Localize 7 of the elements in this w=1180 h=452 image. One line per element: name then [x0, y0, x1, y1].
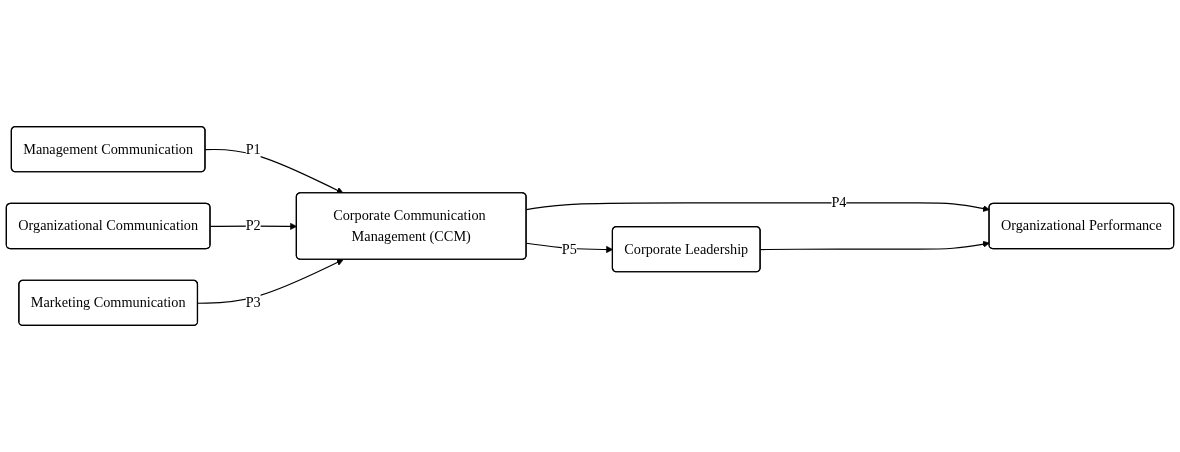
edge-label: P3: [245, 294, 261, 311]
edge-label: P2: [245, 217, 261, 234]
edge-label: P4: [831, 194, 847, 211]
edge-label: P5: [561, 240, 577, 257]
arrow: [197, 259, 344, 304]
edge-label: P1: [245, 140, 261, 157]
arrow: [204, 148, 344, 194]
